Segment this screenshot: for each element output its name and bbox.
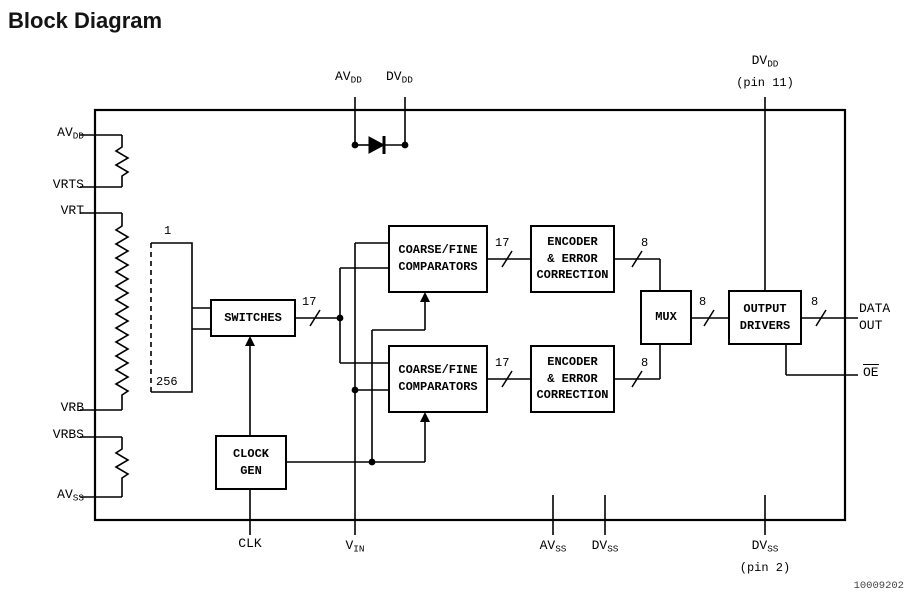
resistor-top-icon [114, 135, 130, 187]
block-clock-gen: CLOCK GEN [215, 435, 287, 490]
block-encoder-bottom: ENCODER & ERROR CORRECTION [530, 345, 615, 413]
pin-label-avss-left: AVSS [57, 487, 84, 504]
ladder-tap-last: 256 [156, 375, 178, 389]
block-output-drivers: OUTPUT DRIVERS [728, 290, 802, 345]
resistor-bottom-icon [114, 437, 130, 497]
page-title: Block Diagram [8, 8, 163, 33]
bus-width-data-out: 8 [811, 295, 819, 309]
pin-label-clk: CLK [238, 536, 262, 551]
pin-label-dvdd-pin11: DVDD [751, 53, 779, 70]
diode-icon [368, 136, 386, 154]
pin-label-vrb: VRB [60, 400, 84, 415]
pin-label-avdd-left: AVDD [57, 125, 84, 142]
block-encoder-top: ENCODER & ERROR CORRECTION [530, 225, 615, 293]
resistor-ladder-icon [114, 213, 130, 410]
pin-label-vrbs: VRBS [52, 427, 84, 442]
bus-width-comparator-bottom-out: 17 [495, 356, 510, 370]
pin-label-oe: OE [863, 364, 879, 380]
ladder-tap-bracket [151, 242, 193, 393]
document-number: 10009202 [853, 580, 904, 592]
block-comparators-top: COARSE/FINE COMPARATORS [388, 225, 488, 293]
block-comparators-bottom: COARSE/FINE COMPARATORS [388, 345, 488, 413]
pin-note-pin11: (pin 11) [736, 76, 794, 90]
pin-label-avss-bottom: AVSS [539, 538, 567, 555]
bus-width-switches-out: 17 [302, 295, 317, 309]
pin-label-vrts: VRTS [52, 177, 84, 192]
block-switches: SWITCHES [210, 299, 296, 337]
pin-label-data-out: DATA OUT [859, 301, 891, 333]
pin-note-pin2: (pin 2) [739, 561, 791, 575]
pin-label-dvss-pin2: DVSS [751, 538, 779, 555]
block-mux: MUX [640, 290, 692, 345]
ladder-tap-first: 1 [164, 224, 172, 238]
pin-label-avdd-top: AVDD [335, 69, 362, 86]
bus-width-encoder-bottom-out: 8 [641, 356, 649, 370]
pin-label-dvdd-top: DVDD [386, 69, 413, 86]
junction-dots [336, 141, 409, 466]
pin-label-dvss-bottom: DVSS [591, 538, 619, 555]
oe-overline: OE [863, 364, 879, 380]
bus-width-comparator-top-out: 17 [495, 236, 510, 250]
bus-width-encoder-top-out: 8 [641, 236, 649, 250]
pin-label-vin: VIN [345, 538, 365, 555]
pin-label-vrt: VRT [60, 203, 84, 218]
bus-width-mux-out: 8 [699, 295, 707, 309]
